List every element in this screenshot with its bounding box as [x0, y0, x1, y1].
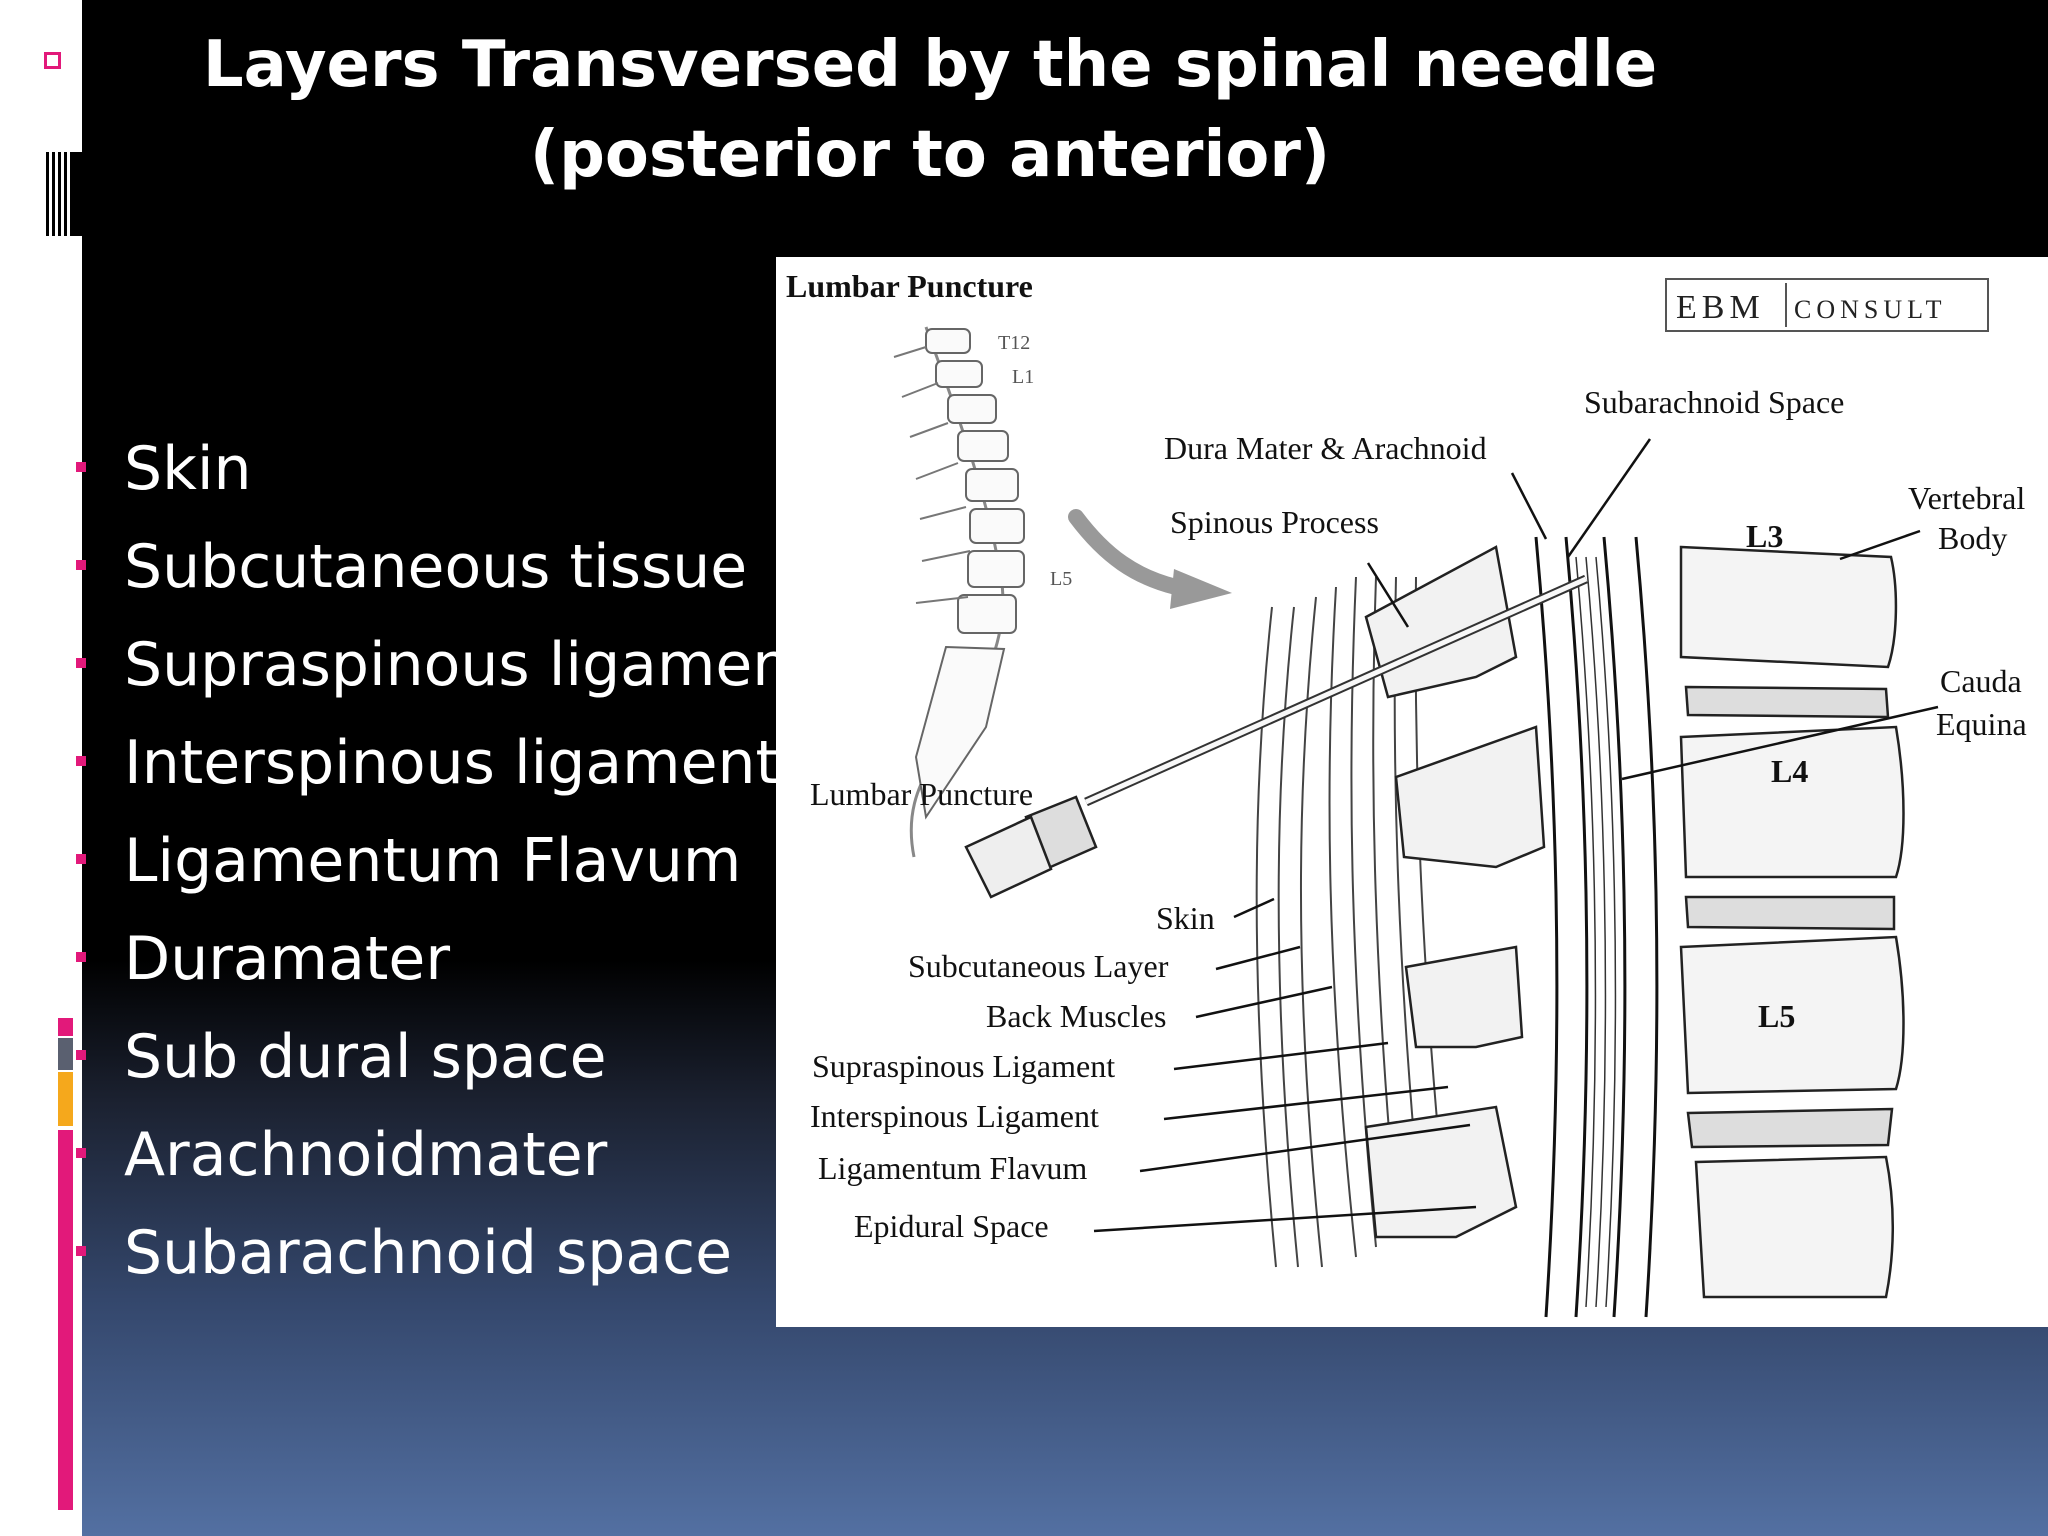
spinous-processes	[1364, 545, 1546, 1239]
logo-main-text: EBM	[1676, 289, 1765, 326]
accent-bar-pink-top	[58, 1018, 73, 1036]
slide-title: Layers Transversed by the spinal needle …	[180, 20, 1680, 200]
list-item-text: Duramater	[124, 924, 450, 994]
label-dura-arachnoid: Dura Mater & Arachnoid	[1164, 430, 1487, 466]
label-ligamentum-flavum: Ligamentum Flavum	[818, 1150, 1087, 1186]
list-item-text: Sub dural space	[124, 1022, 607, 1092]
list-item: Subarachnoid space	[74, 1204, 814, 1302]
bullet-square-icon	[76, 462, 86, 472]
bullet-square-icon	[76, 1148, 86, 1158]
diagram-heading: Lumbar Puncture	[786, 268, 1033, 304]
spine-overview-sketch	[893, 326, 1025, 858]
spine-label-l1: L1	[1012, 366, 1034, 388]
corner-square-bullet-icon	[44, 52, 61, 69]
vertebral-bodies	[1679, 545, 1905, 1299]
layer-list: Skin Subcutaneous tissue Supraspinous li…	[74, 420, 814, 1302]
list-item: Duramater	[74, 910, 814, 1008]
list-item-text: Subarachnoid space	[124, 1218, 732, 1288]
label-back-muscles: Back Muscles	[986, 998, 1166, 1034]
accent-bar-orange	[58, 1072, 73, 1126]
list-item: Supraspinous ligament	[74, 616, 814, 714]
spinal-needle-icon	[964, 574, 1588, 899]
list-item: Arachnoidmater	[74, 1106, 814, 1204]
vertebra-label-l4: L4	[1771, 753, 1808, 789]
list-item-text: Ligamentum Flavum	[124, 826, 742, 896]
title-line-2: (posterior to anterior)	[529, 118, 1331, 192]
list-item: Subcutaneous tissue	[74, 518, 814, 616]
list-item: Ligamentum Flavum	[74, 812, 814, 910]
label-interspinous-ligament: Interspinous Ligament	[810, 1098, 1099, 1134]
accent-bar-gray	[58, 1038, 73, 1070]
list-item: Skin	[74, 420, 814, 518]
ebm-consult-logo: EBM CONSULT	[1665, 278, 1989, 332]
label-body: Body	[1938, 520, 2007, 556]
list-item-text: Interspinous ligament	[124, 728, 780, 798]
list-item: Sub dural space	[74, 1008, 814, 1106]
label-lumbar-puncture: Lumbar Puncture	[810, 776, 1033, 812]
label-subarachnoid-space: Subarachnoid Space	[1584, 384, 1844, 420]
vertebra-label-l5: L5	[1758, 998, 1795, 1034]
spinal-canal	[1534, 536, 1659, 1318]
label-supraspinous-ligament: Supraspinous Ligament	[812, 1048, 1115, 1084]
cauda-equina-strands	[1575, 556, 1617, 1308]
spine-label-l5: L5	[1050, 568, 1072, 590]
label-subcutaneous-layer: Subcutaneous Layer	[908, 948, 1169, 984]
title-line-1: Layers Transversed by the spinal needle	[202, 28, 1658, 102]
logo-sub-text: CONSULT	[1794, 295, 1947, 324]
diagram-svg: Lumbar Puncture EBM CONSULT	[786, 268, 2027, 1318]
label-skin: Skin	[1156, 900, 1215, 936]
bullet-square-icon	[76, 854, 86, 864]
label-spinous-process: Spinous Process	[1170, 504, 1379, 540]
bullet-square-icon	[76, 1050, 86, 1060]
accent-bar-pink-long	[58, 1130, 73, 1510]
label-epidural-space: Epidural Space	[854, 1208, 1049, 1244]
list-item-text: Subcutaneous tissue	[124, 532, 748, 602]
bullet-square-icon	[76, 1246, 86, 1256]
list-item-text: Supraspinous ligament	[124, 630, 814, 700]
label-cauda: Cauda	[1940, 663, 2022, 699]
barcode-decor-icon	[46, 152, 82, 236]
vertebra-label-l3: L3	[1746, 518, 1783, 554]
leader-lines	[1093, 438, 1939, 1233]
list-item-text: Arachnoidmater	[124, 1120, 608, 1190]
bullet-square-icon	[76, 756, 86, 766]
list-item-text: Skin	[124, 434, 252, 504]
bullet-square-icon	[76, 658, 86, 668]
label-equina: Equina	[1936, 706, 2027, 742]
spine-label-t12: T12	[998, 332, 1030, 354]
zoom-arrow-icon	[1068, 509, 1184, 595]
bullet-square-icon	[76, 952, 86, 962]
bullet-square-icon	[76, 560, 86, 570]
list-item: Interspinous ligament	[74, 714, 814, 812]
lumbar-puncture-diagram: Lumbar Puncture EBM CONSULT	[776, 257, 2048, 1327]
label-vertebral: Vertebral	[1908, 480, 2025, 516]
